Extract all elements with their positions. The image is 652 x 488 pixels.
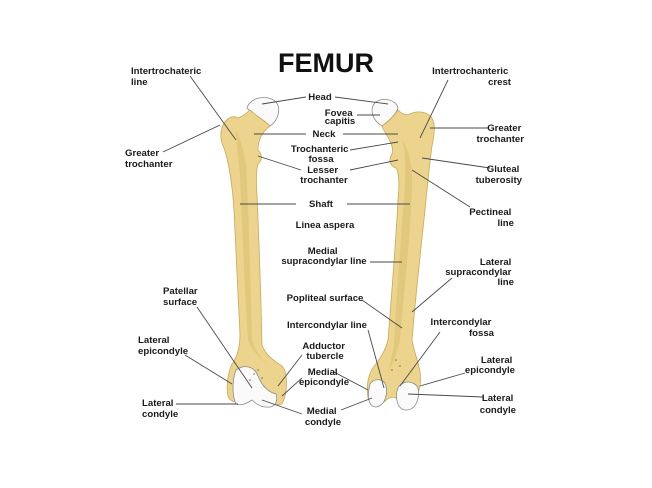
label-shaft: Shaft <box>309 199 334 210</box>
label-gluteal-tuberosity: Gluteal tuberosity <box>476 164 523 186</box>
label-greater-trochanter-right: Greater trochanter <box>477 123 525 145</box>
label-neck: Neck <box>313 129 337 140</box>
posterior-femur <box>366 98 435 411</box>
label-lateral-epicondyle-left: Lateral epicondyle <box>138 335 188 357</box>
label-trochanteric-fossa: Trochanteric fossa <box>291 144 351 165</box>
label-medial-supracondylar-line: Medial supracondylar line <box>281 246 366 267</box>
label-linea-aspera: Linea aspera <box>296 220 355 231</box>
label-lateral-supracondylar-line: Lateral supracondylar line <box>445 257 514 288</box>
label-lateral-condyle-left: Lateral condyle <box>142 398 178 420</box>
label-patellar-surface: Patellar surface <box>163 286 200 308</box>
label-intertrochanteric-crest: Intertrochanteric crest <box>432 66 512 88</box>
anterior-femur <box>220 97 287 408</box>
label-greater-trochanter-left: Greater trochanter <box>125 148 173 170</box>
label-adductor-tubercle: Adductor tubercle <box>302 341 347 362</box>
label-intertrochanteric-line: Intertrochateric line <box>131 66 204 88</box>
label-popliteal-surface: Popliteal surface <box>287 293 364 304</box>
label-lateral-epicondyle-right: Lateral epicondyle <box>465 355 515 376</box>
label-lesser-trochanter: Lesser trochanter <box>300 165 348 186</box>
label-pectineal-line: Pectineal line <box>469 207 514 229</box>
label-intercondylar-line: Intercondylar line <box>287 320 367 331</box>
label-lateral-condyle-right: Lateral condyle <box>480 393 516 416</box>
label-fovea-capitis: Fovea capitis <box>325 108 355 127</box>
label-medial-epicondyle: Medial epicondyle <box>299 367 349 388</box>
right-lateral-condyle <box>396 381 419 411</box>
label-head: Head <box>308 92 332 103</box>
label-intercondylar-fossa: Intercondylar fossa <box>431 317 495 339</box>
left-femur-bone <box>220 109 287 406</box>
right-medial-condyle <box>368 379 387 408</box>
diagram-title: FEMUR <box>278 48 374 78</box>
label-medial-condyle: Medial condyle <box>305 406 341 428</box>
leader-lines <box>162 75 491 415</box>
